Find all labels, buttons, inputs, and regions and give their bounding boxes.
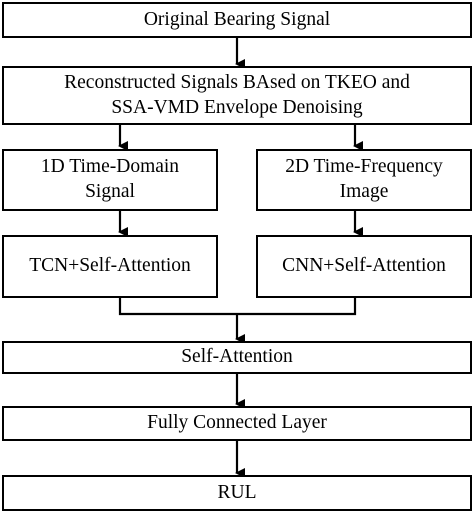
reconstructed-label-line2: SSA-VMD Envelope Denoising [111,96,363,118]
time-frequency-label-line2: Image [339,181,389,202]
time-domain-label-line1: 1D Time-Domain [40,156,180,178]
tcn-self-attention-label: TCN+Self-Attention [29,255,191,277]
cnn-self-attention-node: CNN+Self-Attention [256,235,472,298]
reconstructed-signals-node: Reconstructed Signals BAsed on TKEO and … [2,66,472,125]
tcn-self-attention-node: TCN+Self-Attention [2,235,218,298]
time-frequency-image-node: 2D Time-Frequency Image [256,149,472,211]
time-frequency-label-line1: 2D Time-Frequency [285,156,443,178]
fully-connected-layer-label: Fully Connected Layer [147,412,327,434]
merge-connector [118,298,357,316]
self-attention-label: Self-Attention [181,346,293,368]
rul-node: RUL [2,475,472,511]
reconstructed-label-line1: Reconstructed Signals BAsed on TKEO and [64,71,410,93]
original-signal-label: Original Bearing Signal [143,8,331,30]
time-domain-label-line2: Signal [85,181,135,202]
time-domain-signal-node: 1D Time-Domain Signal [2,149,218,211]
original-signal-node: Original Bearing Signal [2,2,472,38]
cnn-self-attention-label: CNN+Self-Attention [282,255,446,277]
self-attention-node: Self-Attention [2,341,472,374]
rul-label: RUL [217,481,257,503]
fully-connected-layer-node: Fully Connected Layer [2,406,472,441]
